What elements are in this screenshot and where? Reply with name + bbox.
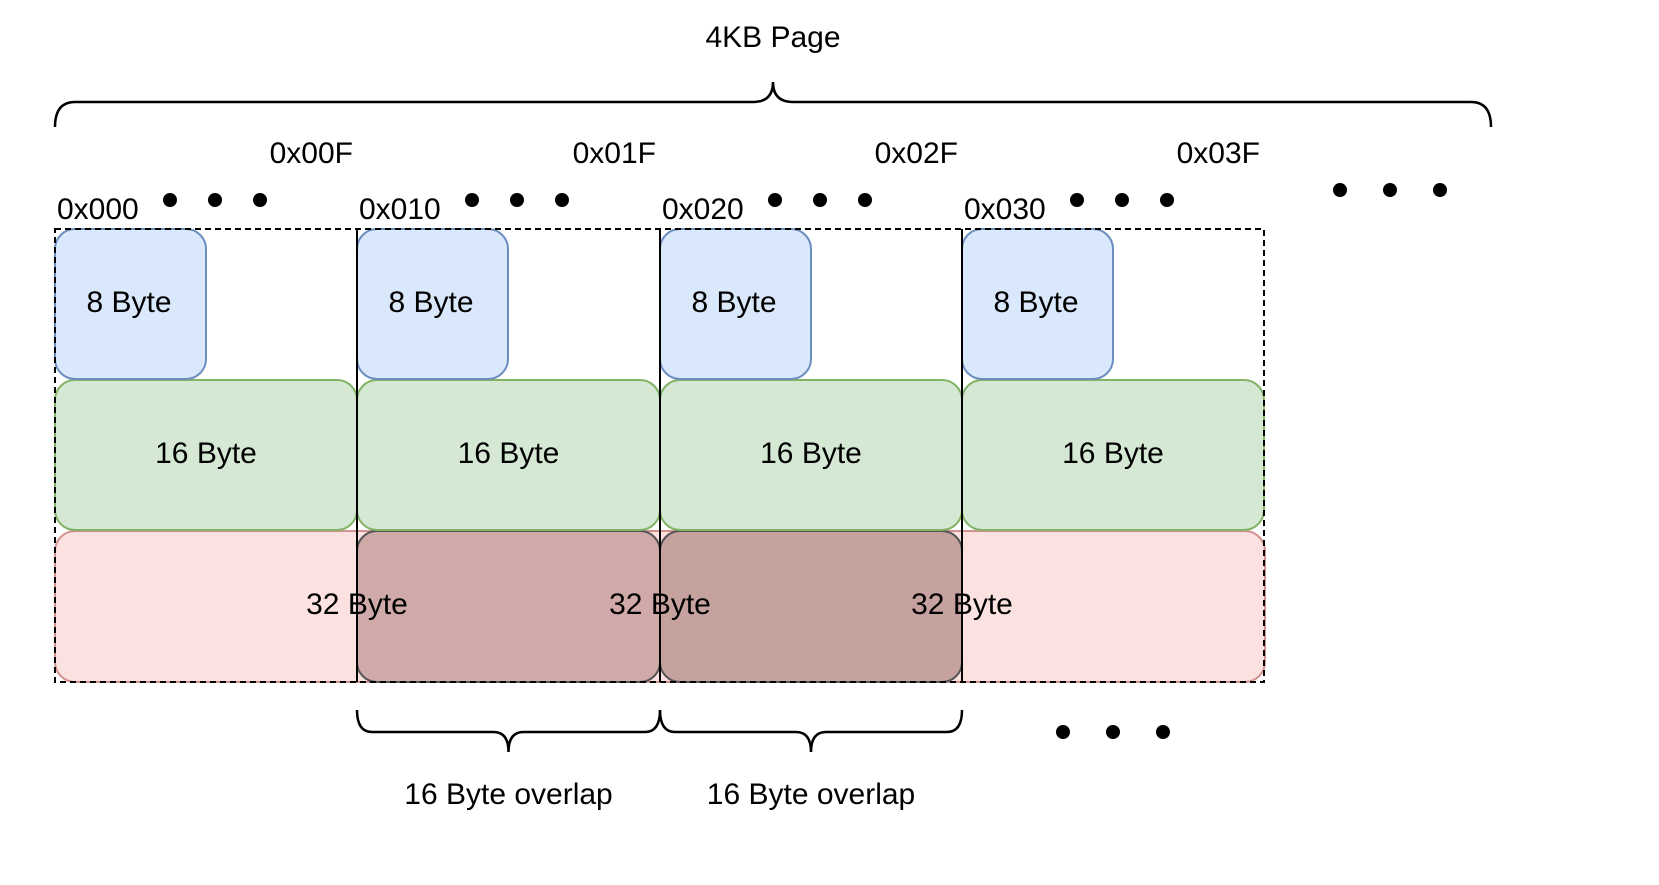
address-start-label: 0x010 bbox=[359, 193, 441, 226]
page-title: 4KB Page bbox=[705, 21, 840, 54]
block-32-byte-label: 32 Byte bbox=[609, 588, 711, 621]
block-16-byte-label: 16 Byte bbox=[458, 437, 560, 470]
address-end-label: 0x01F bbox=[573, 137, 656, 170]
ellipsis-dots-icon bbox=[510, 193, 524, 207]
address-end-label: 0x03F bbox=[1177, 137, 1260, 170]
ellipsis-dots-icon bbox=[813, 193, 827, 207]
block-16-byte-label: 16 Byte bbox=[155, 437, 257, 470]
ellipsis-dots-icon bbox=[253, 193, 267, 207]
address-start-label: 0x020 bbox=[662, 193, 744, 226]
address-end-label: 0x00F bbox=[270, 137, 353, 170]
ellipsis-dots-icon bbox=[1106, 725, 1120, 739]
overlap-label: 16 Byte overlap bbox=[404, 778, 612, 811]
address-start-label: 0x030 bbox=[964, 193, 1046, 226]
ellipsis-dots-icon bbox=[465, 193, 479, 207]
ellipsis-dots-icon bbox=[208, 193, 222, 207]
block-8-byte-label: 8 Byte bbox=[86, 286, 171, 319]
ellipsis-dots-icon bbox=[1056, 725, 1070, 739]
block-8-byte-label: 8 Byte bbox=[691, 286, 776, 319]
ellipsis-dots-icon bbox=[768, 193, 782, 207]
ellipsis-dots-icon bbox=[1070, 193, 1084, 207]
block-16-byte-label: 16 Byte bbox=[760, 437, 862, 470]
block-16-byte-label: 16 Byte bbox=[1062, 437, 1164, 470]
block-32-byte-label: 32 Byte bbox=[306, 588, 408, 621]
ellipsis-dots-icon bbox=[858, 193, 872, 207]
ellipsis-dots-icon bbox=[1160, 193, 1174, 207]
ellipsis-dots-icon bbox=[555, 193, 569, 207]
address-end-label: 0x02F bbox=[875, 137, 958, 170]
overlap-brace-icon bbox=[658, 709, 964, 753]
block-8-byte-label: 8 Byte bbox=[993, 286, 1078, 319]
ellipsis-dots-icon bbox=[1115, 193, 1129, 207]
ellipsis-dots-icon bbox=[1156, 725, 1170, 739]
overlap-label: 16 Byte overlap bbox=[707, 778, 915, 811]
block-32-byte-label: 32 Byte bbox=[911, 588, 1013, 621]
overlap-brace-icon bbox=[355, 709, 662, 753]
ellipsis-dots-icon bbox=[1333, 183, 1347, 197]
page-brace-icon bbox=[53, 81, 1493, 128]
ellipsis-dots-icon bbox=[1433, 183, 1447, 197]
address-start-label: 0x000 bbox=[57, 193, 139, 226]
ellipsis-dots-icon bbox=[1383, 183, 1397, 197]
ellipsis-dots-icon bbox=[163, 193, 177, 207]
block-8-byte-label: 8 Byte bbox=[388, 286, 473, 319]
